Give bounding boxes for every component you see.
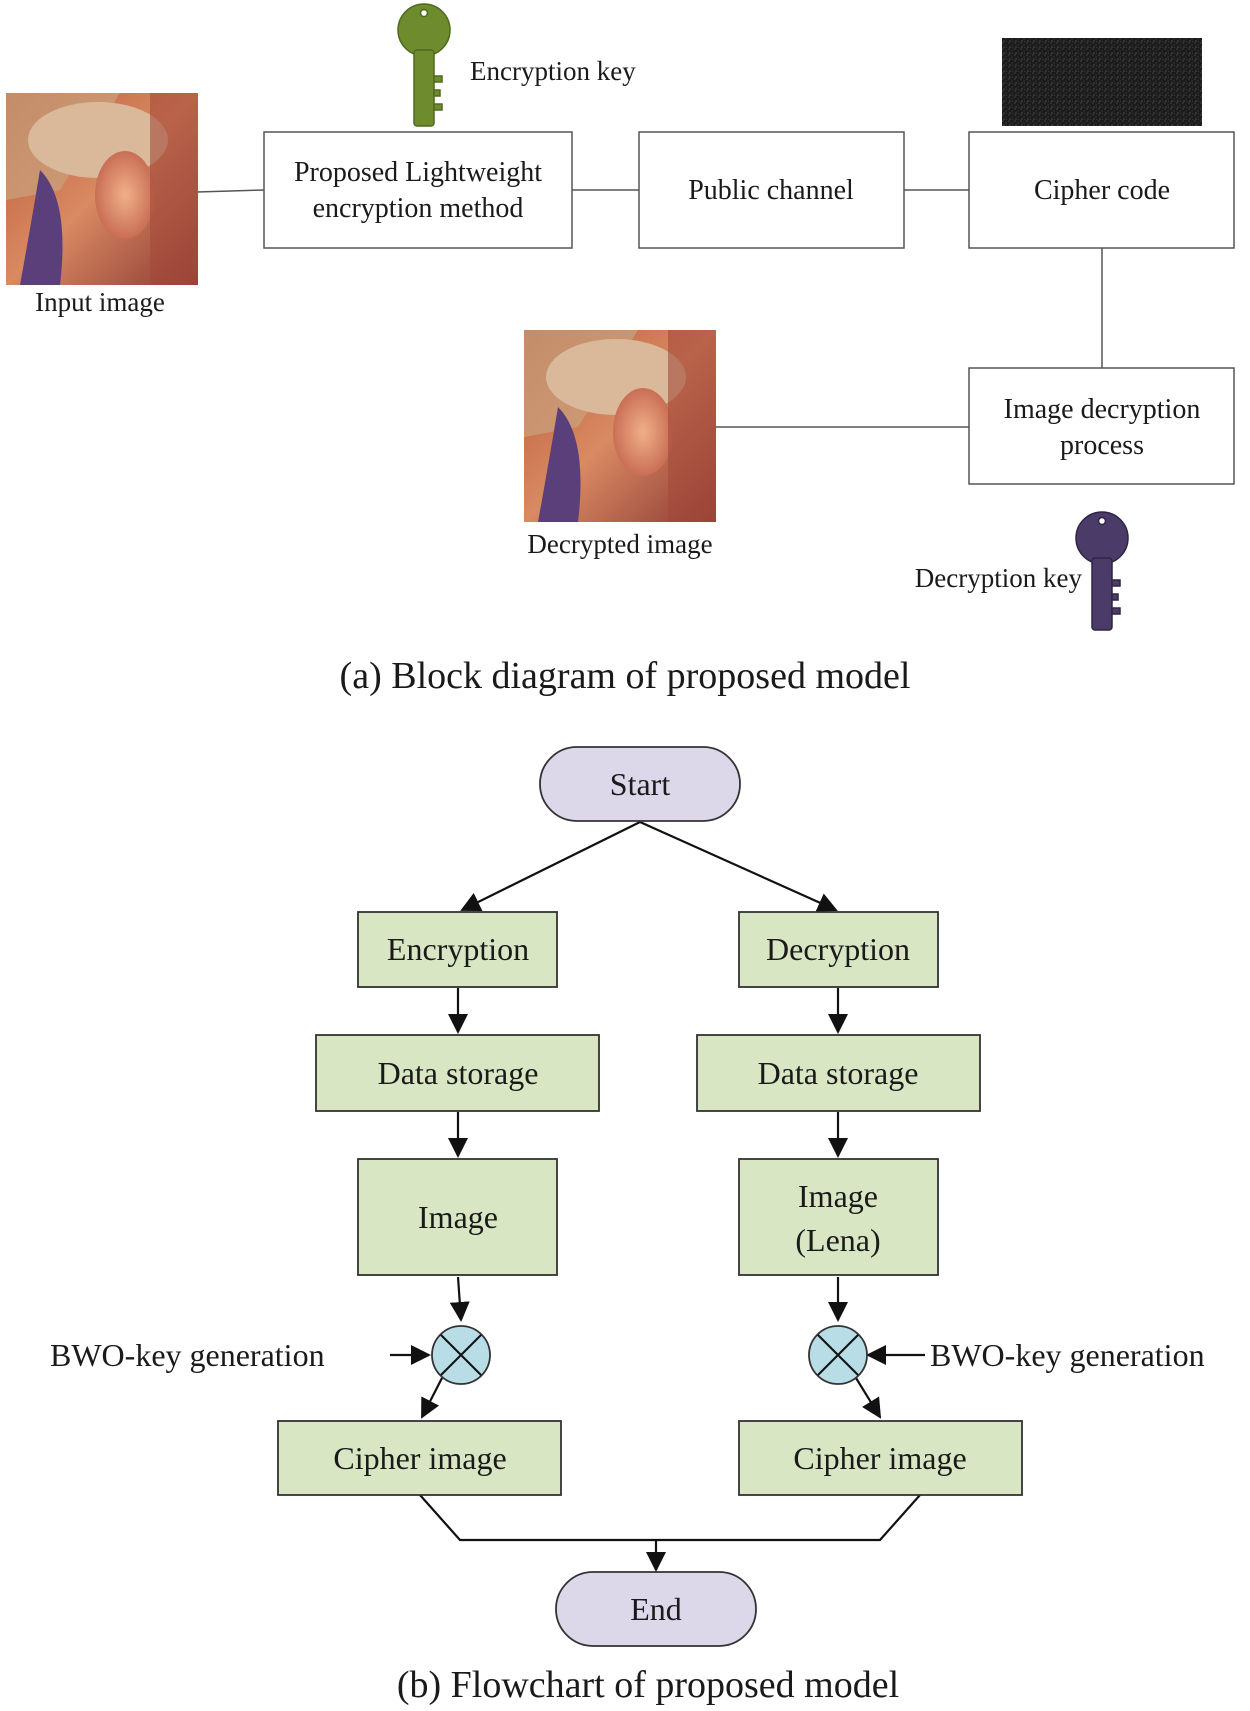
left-data-storage-label: Data storage xyxy=(378,1055,539,1091)
right-image-label-line1: Image xyxy=(798,1178,878,1214)
cipher-code-label: Cipher code xyxy=(1034,175,1170,206)
encryption-key-label: Encryption key xyxy=(470,56,636,86)
decryption-process-line2: process xyxy=(1060,430,1144,461)
decrypted-image xyxy=(524,330,716,522)
left-image-box xyxy=(357,1158,558,1276)
left-key-gen-label: BWO-key generation xyxy=(50,1337,325,1373)
decryption-key-icon xyxy=(1075,511,1129,631)
encryption-key-icon xyxy=(397,3,451,127)
connectors-a xyxy=(196,189,1103,428)
public-channel-label: Public channel xyxy=(688,175,854,206)
left-cipher-image-label: Cipher image xyxy=(333,1440,506,1476)
right-key-gen-label: BWO-key generation xyxy=(930,1337,1205,1373)
encryption-label: Encryption xyxy=(387,931,529,967)
right-operator-icon xyxy=(808,1325,868,1385)
decryption-process-box xyxy=(968,367,1235,485)
encryption-method-line2: encryption method xyxy=(313,193,524,224)
cipher-code-box xyxy=(968,131,1235,249)
right-image-box xyxy=(738,1158,939,1276)
left-cipher-image-box xyxy=(277,1420,562,1496)
decrypted-image-label: Decrypted image xyxy=(527,529,712,559)
decryption-key-label: Decryption key xyxy=(915,563,1083,593)
caption-b: (b) Flowchart of proposed model xyxy=(397,1664,899,1706)
right-cipher-image-label: Cipher image xyxy=(793,1440,966,1476)
left-image-label: Image xyxy=(418,1199,498,1235)
left-operator-icon xyxy=(431,1325,491,1385)
decryption-label: Decryption xyxy=(766,931,910,967)
input-image-label: Input image xyxy=(35,287,165,317)
decryption-box xyxy=(738,911,939,988)
input-image xyxy=(6,93,198,285)
start-label: Start xyxy=(610,766,671,802)
start-terminal xyxy=(539,746,741,822)
cipher-noise-image xyxy=(1002,38,1202,126)
encryption-method-line1: Proposed Lightweight xyxy=(294,157,542,188)
public-channel-box xyxy=(638,131,905,249)
end-terminal xyxy=(555,1571,757,1647)
right-cipher-image-box xyxy=(738,1420,1023,1496)
caption-a: (a) Block diagram of proposed model xyxy=(340,655,911,697)
right-image-label-line2: (Lena) xyxy=(795,1222,880,1258)
right-data-storage-label: Data storage xyxy=(758,1055,919,1091)
end-label: End xyxy=(630,1591,682,1627)
left-data-storage-box xyxy=(315,1034,600,1112)
encryption-method-box xyxy=(263,131,573,249)
flowchart: Start Encryption Data storage Image BWO-… xyxy=(50,746,1205,1706)
block-diagram: Input image Encryption key Proposed Ligh… xyxy=(6,3,1235,697)
decryption-process-line1: Image decryption xyxy=(1004,394,1201,425)
encryption-box xyxy=(357,911,558,988)
connectors-b xyxy=(390,820,925,1572)
right-data-storage-box xyxy=(696,1034,981,1112)
